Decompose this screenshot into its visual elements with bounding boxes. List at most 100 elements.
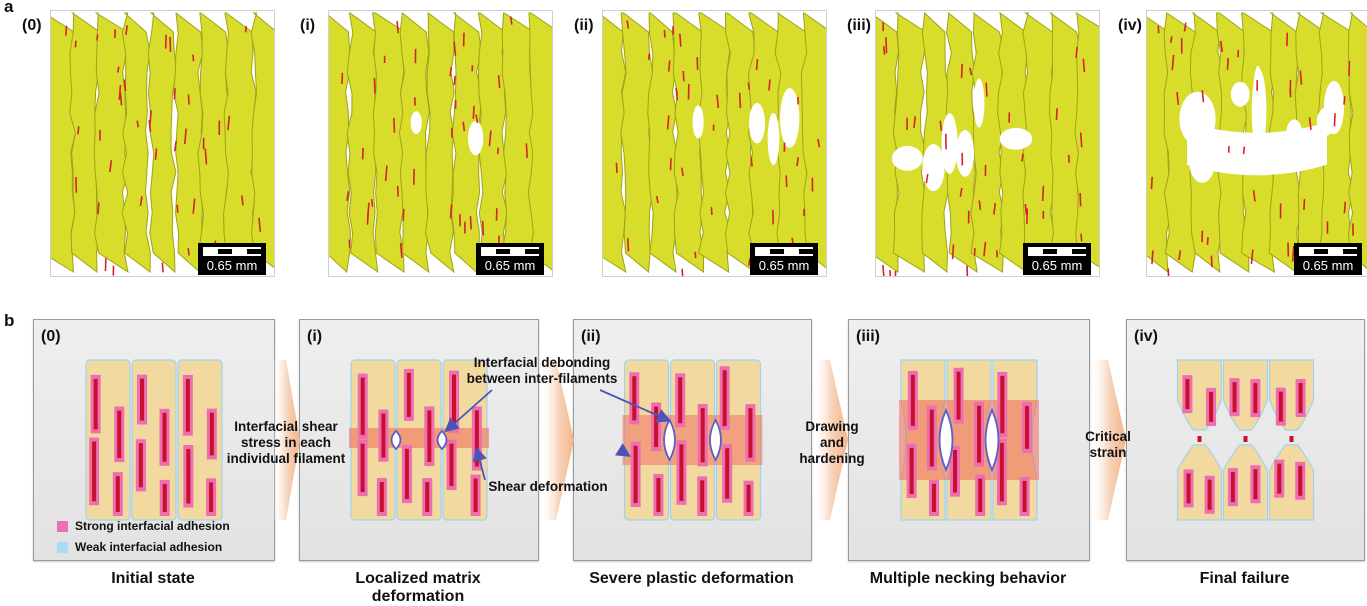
schematic-stage-label: (iv) <box>1134 328 1158 345</box>
fiber-strand <box>69 12 101 274</box>
defect-mark <box>663 29 666 38</box>
fiber-strand <box>424 12 455 274</box>
defect-mark <box>469 215 472 230</box>
void-gap <box>780 88 800 148</box>
void-gap <box>1251 69 1267 153</box>
defect-mark <box>669 158 672 171</box>
annotation-critical-strain: Critical strain <box>1085 429 1131 460</box>
void-gap <box>999 127 1033 150</box>
defect-mark <box>1041 185 1045 201</box>
reinforcement-rod <box>381 413 386 458</box>
reinforcement-rod <box>93 378 98 430</box>
scale-bar-label: 0.65 mm <box>477 258 543 274</box>
pointer-arrow <box>599 389 672 423</box>
reinforcement-rod <box>746 484 751 512</box>
debonding-void <box>984 407 1000 473</box>
stage-caption: Localized matrix deformation <box>355 570 481 605</box>
scale-bar: 0.65 mm <box>1023 243 1091 275</box>
void-gap <box>410 111 422 135</box>
void-gap <box>973 78 985 128</box>
defect-mark <box>1348 60 1351 76</box>
defect-mark <box>655 196 659 204</box>
reinforcement-rod <box>427 410 432 463</box>
defect-mark <box>679 33 682 47</box>
defect-mark <box>969 67 973 76</box>
broken-rod-end <box>1243 436 1248 442</box>
defect-mark <box>978 200 982 210</box>
debonding-void <box>709 418 722 462</box>
defect-mark <box>453 41 457 56</box>
scan-image <box>602 10 827 277</box>
reinforcement-rod <box>1207 479 1212 510</box>
scan-image <box>50 10 275 277</box>
fiber-strand <box>876 16 901 273</box>
fiber-strand <box>800 12 826 269</box>
reinforcement-rod <box>654 406 659 448</box>
scale-bar: 0.65 mm <box>198 243 266 275</box>
debonding-void <box>436 429 448 451</box>
reinforcement-rod <box>1253 383 1258 414</box>
fiber-strand <box>250 12 274 269</box>
reinforcement-rod <box>722 370 727 427</box>
reinforcement-rod <box>1024 405 1029 449</box>
fracture-gap <box>1187 122 1327 176</box>
reinforcement-rod <box>1000 375 1005 434</box>
defect-mark <box>1171 54 1175 71</box>
scan-stage-label: (ii) <box>574 17 594 34</box>
reinforcement-rod <box>360 377 365 435</box>
reinforcement-rod <box>474 410 479 467</box>
defect-mark <box>1201 89 1205 103</box>
reinforcement-rod <box>1253 469 1258 500</box>
defect-mark <box>748 258 751 266</box>
fiber-strand <box>121 12 151 273</box>
defect-mark <box>139 196 143 206</box>
void-gap <box>955 129 975 177</box>
schematic-panel: (0) <box>33 319 275 561</box>
reinforcement-rod <box>956 371 961 420</box>
stage-caption: Severe plastic deformation <box>589 570 794 587</box>
defect-mark <box>136 120 139 128</box>
defect-mark <box>680 167 684 177</box>
defect-mark <box>488 130 492 147</box>
defect-mark <box>647 53 651 61</box>
scan-stage-label: (iv) <box>1118 17 1142 34</box>
defect-mark <box>1176 92 1180 105</box>
schematic-stage-label: (iii) <box>856 328 880 345</box>
section-a-label: a <box>4 0 14 16</box>
reinforcement-rod <box>999 442 1004 502</box>
defect-mark <box>1219 40 1224 53</box>
defect-mark <box>1226 58 1230 70</box>
defect-mark <box>747 82 751 90</box>
legend-strong-swatch <box>57 521 68 532</box>
void-gap <box>468 120 484 156</box>
reinforcement-rod <box>185 378 190 432</box>
schematic-panel: (i) <box>299 319 539 561</box>
defect-mark <box>626 20 630 29</box>
defect-mark <box>993 203 997 215</box>
stage-caption: Initial state <box>111 570 195 587</box>
defect-mark <box>882 264 885 276</box>
defect-mark <box>244 25 248 33</box>
defect-mark <box>1343 96 1346 105</box>
defect-mark <box>1308 117 1312 130</box>
defect-mark <box>402 208 405 221</box>
defect-mark <box>1082 58 1086 73</box>
schematic-panel: (iv) <box>1126 319 1365 561</box>
arrow-i-to-ii <box>540 360 574 520</box>
schematic-panel: (ii) <box>573 319 812 561</box>
void-gap <box>692 105 704 139</box>
fiber-strand <box>647 12 678 274</box>
scan-stage-label: (i) <box>300 17 316 34</box>
reinforcement-rod <box>425 482 430 512</box>
defect-mark <box>187 248 190 256</box>
defect-mark <box>481 220 485 236</box>
arrow-ii-to-iii <box>812 360 848 520</box>
arrow-iii-to-iv <box>1090 360 1126 520</box>
legend-strong-label: Strong interfacial adhesion <box>75 519 230 533</box>
defect-mark <box>925 173 929 184</box>
defect-mark <box>346 191 350 201</box>
defect-mark <box>1242 146 1246 155</box>
defect-mark <box>1252 190 1256 202</box>
defect-mark <box>1291 245 1295 262</box>
